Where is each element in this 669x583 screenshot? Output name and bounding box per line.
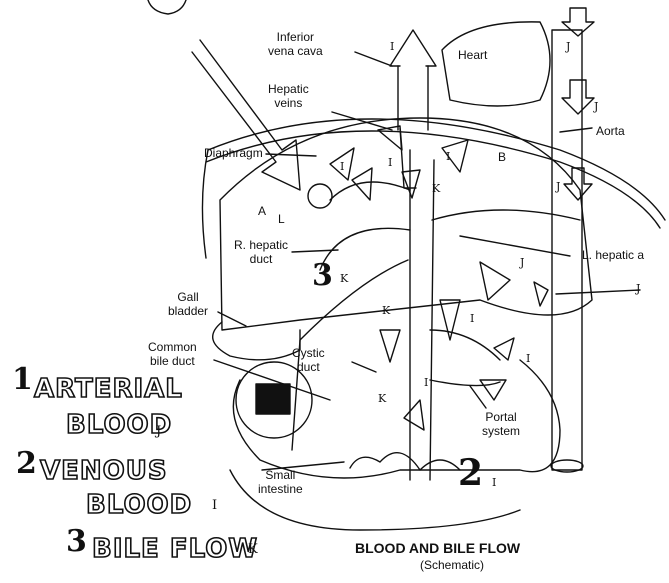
marker-a: A xyxy=(258,204,266,218)
legend-venous: VENOUS xyxy=(40,456,168,486)
marker-k-1: K xyxy=(432,182,440,196)
leader-cystic-duct xyxy=(352,362,376,372)
marker-k-4: K xyxy=(378,392,386,406)
flow-arrow-2 xyxy=(402,170,420,198)
flow-arrow-5 xyxy=(380,330,400,362)
marker-j-aorta-2: J xyxy=(594,100,598,114)
marker-i-1: I xyxy=(340,160,344,174)
gall-bladder xyxy=(213,322,300,360)
marker-j-2: J xyxy=(636,282,640,296)
l-hepatic-branch xyxy=(432,210,580,220)
legend-arterial: ARTERIAL xyxy=(34,374,183,404)
arterial-arrow xyxy=(534,282,548,306)
legend-tag-i: I xyxy=(212,498,217,513)
diagram-subtitle: (Schematic) xyxy=(420,558,484,572)
leader-j xyxy=(556,290,640,294)
marker-j-1: J xyxy=(520,256,524,270)
flow-arrow-1 xyxy=(352,168,372,200)
marker-k-3: K xyxy=(382,304,390,318)
leader-ivc xyxy=(355,52,392,66)
top-blob xyxy=(148,0,186,14)
diaphragm-left xyxy=(202,150,208,258)
aorta-arrow-1 xyxy=(562,8,594,36)
marker-i-5: I xyxy=(424,376,428,390)
liver-outline xyxy=(220,118,592,330)
legend-number-1: 1 xyxy=(12,362,33,397)
marker-i-ivc: I xyxy=(390,40,394,54)
aorta-tube xyxy=(552,30,582,470)
flow-arrow-7 xyxy=(480,262,510,300)
marker-i-2: I xyxy=(446,150,450,164)
legend-number-2: 2 xyxy=(16,446,37,481)
marker-k-2: K xyxy=(340,272,348,286)
legend-tag-j: J xyxy=(156,424,161,439)
marker-b: B xyxy=(498,150,506,164)
diagram-title: BLOOD AND BILE FLOW xyxy=(355,540,520,556)
hepatic-artery-cluster xyxy=(308,184,332,208)
label-heart: Heart xyxy=(458,48,487,62)
marker-j-aorta-1: J xyxy=(566,40,570,54)
intestine-lumen xyxy=(256,384,290,414)
flow-arrow-9 xyxy=(480,380,506,400)
diagram-number-3: 3 xyxy=(312,258,333,293)
leader-portal-system xyxy=(470,386,486,408)
aorta-arrow-2 xyxy=(562,80,594,114)
marker-i-4: I xyxy=(470,312,474,326)
leader-l-hepatic-a xyxy=(460,236,570,256)
label-l-hepatic-a: L. hepatic a xyxy=(582,248,644,262)
portal-trunk xyxy=(410,150,434,480)
marker-l: L xyxy=(278,212,285,226)
flow-arrow-8 xyxy=(404,400,424,430)
hepatic-artery-arrow xyxy=(192,40,300,190)
leader-diaphragm xyxy=(266,154,316,156)
legend-blood-2: BLOOD xyxy=(86,490,192,520)
legend-tag-k: K xyxy=(248,542,258,557)
portal-branches xyxy=(430,330,500,386)
marker-i-3: I xyxy=(388,156,392,170)
leader-aorta xyxy=(560,128,592,132)
legend-number-3: 3 xyxy=(66,524,87,559)
heart-outline xyxy=(442,22,550,106)
label-aorta: Aorta xyxy=(596,124,625,138)
marker-j-aorta-3: J xyxy=(556,180,560,194)
marker-i-6: I xyxy=(526,352,530,366)
legend-bile-flow: BILE FLOW xyxy=(92,534,258,564)
intestinal-veins xyxy=(350,453,460,470)
label-diaphragm: Diaphragm xyxy=(204,146,263,160)
marker-i-7: I xyxy=(492,476,496,490)
diagram-number-2: 2 xyxy=(458,452,483,494)
ivc-arrow xyxy=(390,30,436,66)
